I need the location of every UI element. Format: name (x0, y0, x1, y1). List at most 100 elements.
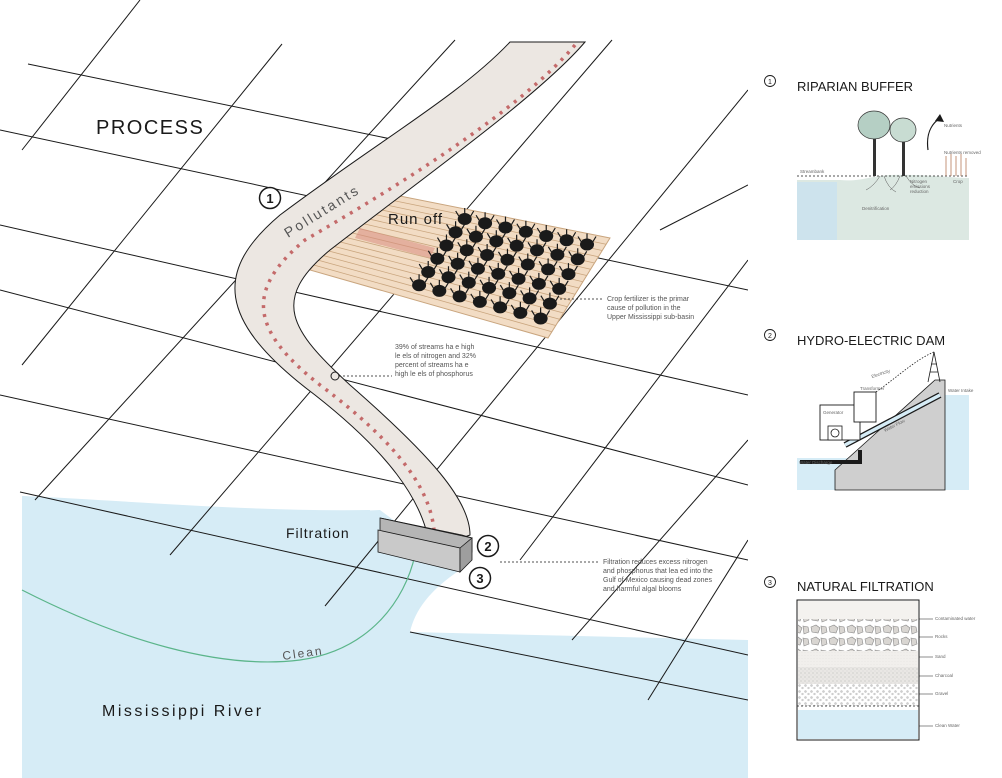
crop-plant-icon (475, 212, 495, 230)
crop-plant-icon (518, 253, 538, 271)
crop-plant-icon (547, 243, 567, 261)
svg-text:Rocks: Rocks (935, 634, 948, 639)
crop-plant-icon (436, 234, 456, 252)
svg-text:Transformer: Transformer (860, 386, 885, 391)
crop-plant-icon (538, 258, 558, 276)
crop-plant-icon (531, 307, 551, 325)
crop-plant-icon (577, 233, 597, 251)
svg-text:reduction: reduction (910, 189, 929, 194)
crop-plant-icon (450, 285, 470, 303)
layer-rocks (798, 619, 918, 651)
svg-text:3: 3 (476, 571, 483, 586)
layer-sand (798, 651, 918, 667)
crop-plant-icon (497, 248, 517, 266)
crop-plant-icon (457, 239, 477, 257)
crop-plant-icon (409, 274, 429, 292)
crop-plant-icon (486, 230, 506, 248)
svg-text:Contaminated water: Contaminated water (935, 616, 976, 621)
crop-plant-icon (429, 279, 449, 297)
panel-1-number: 1 (764, 75, 776, 87)
svg-text:Nitrogen: Nitrogen (910, 179, 928, 184)
crop-plant-icon (527, 239, 547, 257)
svg-text:1: 1 (266, 191, 273, 206)
crop-plant-icon (510, 301, 530, 319)
clean-label: Clean (281, 643, 324, 663)
layer-charcoal (798, 667, 918, 684)
crop-annotation: Crop fertilizer is the primar cause of p… (607, 296, 694, 321)
crop-plant-icon (520, 287, 540, 305)
crop-plant-icon (479, 276, 499, 294)
svg-text:Crop: Crop (953, 179, 963, 184)
filtration-label: Filtration (286, 525, 350, 541)
svg-text:Water Intake: Water Intake (948, 388, 974, 393)
crop-plant-icon (427, 247, 447, 265)
crop-plant-icon (459, 271, 479, 289)
filtration-block (377, 517, 473, 573)
power-tower-icon (875, 351, 941, 393)
transformer-box (853, 391, 877, 423)
crop-plant-icon (438, 266, 459, 284)
page-title: PROCESS (96, 117, 204, 139)
crop-plant-icon (466, 225, 486, 243)
svg-text:Clean Water: Clean Water (935, 723, 960, 728)
hydro-electric-dam-title: HYDRO-ELECTRIC DAM (797, 333, 945, 348)
svg-text:Nutrients removed: Nutrients removed (944, 150, 981, 155)
tree-icon (857, 110, 921, 193)
panel-2-number: 2 (764, 329, 776, 341)
svg-text:Generator: Generator (823, 410, 844, 415)
svg-text:Nutrients: Nutrients (944, 123, 963, 128)
crop-plant-icon (568, 248, 588, 266)
pollutant-dots (261, 43, 577, 531)
marker-1: 1 (258, 186, 282, 210)
streams-annotation: 39% of streams ha e high le els of nitro… (395, 344, 478, 378)
svg-text:2: 2 (768, 333, 772, 340)
riparian-buffer-panel: 1 RIPARIAN BUFFER Streambank Nutrients N… (764, 75, 981, 240)
svg-text:3: 3 (768, 580, 772, 587)
mississippi-river-water-lower (22, 496, 748, 778)
crop-plant-icon (418, 261, 438, 279)
crop-plant-icon (446, 221, 466, 239)
layer-gravel (798, 684, 918, 706)
layer-contaminated (798, 601, 918, 619)
clean-water-line (21, 554, 416, 663)
field-row (351, 214, 591, 270)
crop-plant-icon (529, 272, 549, 290)
runoff-label: Run off (388, 211, 443, 228)
field-row (332, 239, 572, 301)
field-row (313, 264, 552, 333)
svg-text:Electricity: Electricity (871, 368, 892, 379)
field-row (358, 204, 599, 258)
map: Pollutants Clean (0, 0, 748, 778)
svg-text:emissions: emissions (910, 184, 931, 189)
panel-3-number: 3 (764, 576, 776, 588)
riparian-buffer-title: RIPARIAN BUFFER (797, 79, 913, 94)
runoff-stripe (355, 228, 435, 258)
svg-text:Streambank: Streambank (800, 169, 825, 174)
natural-filtration-panel: 3 NATURAL FILTRATION Contaminated water … (764, 576, 976, 741)
marker-3: 3 (468, 566, 492, 590)
crop-plant-icon (549, 277, 569, 295)
crop-plant-icon (558, 263, 578, 281)
crop-plants (409, 208, 597, 325)
hydro-electric-dam-panel: 2 HYDRO-ELECTRIC DAM Electricity Transfo… (764, 329, 974, 491)
crop-plant-icon (477, 244, 497, 262)
crop-plant-icon (507, 234, 527, 252)
svg-text:Water Discharge: Water Discharge (799, 460, 833, 465)
crop-plant-icon (540, 292, 560, 310)
crop-plant-icon (468, 257, 488, 275)
svg-text:Denitrification: Denitrification (862, 206, 890, 211)
crop-plant-icon (470, 290, 490, 308)
crop-plant-icon (448, 252, 468, 270)
svg-text:2: 2 (484, 539, 491, 554)
crop-plant-icon (488, 262, 508, 280)
crop-plant-icon (509, 267, 529, 285)
crop-plant-icon (536, 225, 556, 242)
filtration-annotation: Filtration reduces excess nitrogen and p… (603, 559, 715, 593)
crop-plant-icon (495, 216, 515, 234)
svg-text:1: 1 (768, 79, 772, 86)
marker-2: 2 (476, 534, 500, 558)
crop-plant-icon (516, 220, 536, 238)
crop-plant-icon (557, 229, 577, 247)
svg-text:Charcoal: Charcoal (935, 673, 953, 678)
